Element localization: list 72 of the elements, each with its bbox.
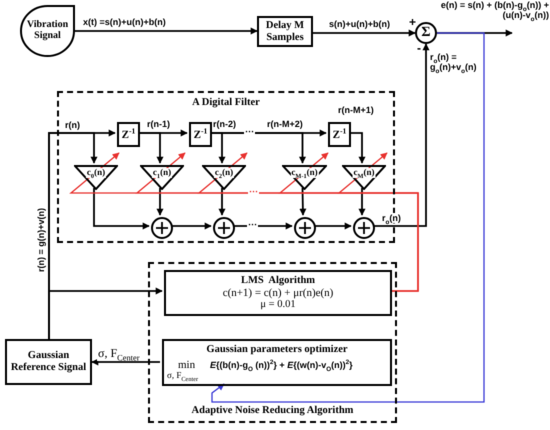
arrow — [373, 43, 430, 227]
process-box — [162, 339, 392, 386]
edge-label: s(n)+u(n)+b(n) — [328, 19, 391, 30]
edge-label: r(n) = g(n)+v(n) — [36, 207, 46, 273]
box-title: LMS Algorithm — [240, 275, 316, 287]
delay-box — [189, 122, 212, 147]
formula-text: min — [178, 359, 196, 372]
adder-circle — [151, 217, 173, 239]
coefficient-triangle — [202, 165, 246, 190]
edge-label: σ, F$_{Center}$ — [97, 347, 140, 361]
adder-circle — [294, 217, 316, 239]
arrow — [171, 222, 212, 230]
node-label: Delay M Samples — [264, 20, 306, 44]
node-label: Gaussian Reference Signal — [10, 350, 88, 374]
signal-label: r(n) — [64, 120, 81, 130]
signal-label: r(n-M+2) — [266, 119, 304, 130]
coefficient-label: c$_{M}$(n) — [352, 168, 376, 178]
arrow — [299, 188, 306, 216]
arrow — [210, 132, 306, 164]
coefficient-label: c$_{2}$(n) — [214, 168, 234, 178]
coefficient-triangle — [282, 165, 327, 190]
group-title: Adaptive Noise Reducing Algorithm — [190, 405, 354, 417]
formula-text: σ, F$_{Center}$ — [167, 371, 198, 381]
arrow — [437, 30, 513, 36]
adaptation-arrow — [211, 32, 485, 403]
arrow — [218, 188, 226, 216]
group-title: A Digital Filter — [191, 97, 261, 109]
delay-box — [117, 122, 140, 147]
signal-label: r(n-M+1) — [337, 105, 375, 116]
arrow — [233, 222, 293, 230]
formula-text: μ = 0.01 — [260, 299, 296, 311]
coefficient-triangle — [342, 165, 386, 190]
signal-label: r$_{o}$(n) = g$_{o}$(n)+v$_{o}$(n) — [429, 52, 478, 73]
arrow — [349, 132, 366, 164]
coefficient-triangle — [74, 165, 118, 190]
minus-sign: - — [416, 42, 422, 56]
edge-label: r(n-2) — [212, 119, 237, 130]
coefficient-label: c$_{0}$(n) — [86, 168, 106, 178]
arrow — [48, 132, 98, 339]
adder-circle — [213, 217, 235, 239]
arrow — [314, 222, 352, 230]
arrow — [313, 30, 416, 36]
coefficient-triangle — [140, 165, 184, 190]
process-box — [164, 270, 392, 316]
dashed-group-box — [148, 262, 397, 423]
box-title: Gaussian parameters optimizer — [206, 344, 348, 356]
plus-sign: + — [408, 16, 418, 30]
adder-circle — [353, 217, 375, 239]
delay-label: Z$^{-1}$ — [120, 129, 136, 142]
arrow — [156, 188, 164, 216]
arrow — [358, 188, 366, 216]
summing-junction — [415, 22, 437, 44]
edge-label: r$_{o}$(n) — [381, 213, 402, 224]
formula-text: c(n+1) = c(n) + μr(n)e(n) — [222, 286, 334, 300]
process-box — [257, 16, 313, 47]
node-label: Vibration Signal — [26, 19, 70, 41]
sum-symbol: Σ — [420, 25, 432, 40]
edge-label: r(n-1) — [146, 119, 171, 130]
arrow — [91, 358, 160, 366]
arrow — [75, 28, 258, 34]
edge-label: x(t) =s(n)+u(n)+b(n) — [82, 17, 167, 28]
arrow — [138, 132, 164, 164]
process-box — [5, 339, 92, 385]
adaptation-arrow — [337, 152, 419, 292]
coefficient-label: c$_{1}$(n) — [152, 168, 172, 178]
formula-text: E{(b(n)-g$_{O}$ (n))$^{2}$} + E{(w(n)-v$_{O}$(n))$^{2}$} — [210, 361, 353, 371]
delay-label: Z$^{-1}$ — [332, 129, 348, 142]
signal-source-shape — [20, 5, 75, 57]
delay-box — [328, 122, 351, 147]
coefficient-label: c$_{M-1}$(n) — [290, 168, 319, 178]
arrow — [93, 188, 150, 230]
delay-label: Z$^{-1}$ — [192, 129, 208, 142]
